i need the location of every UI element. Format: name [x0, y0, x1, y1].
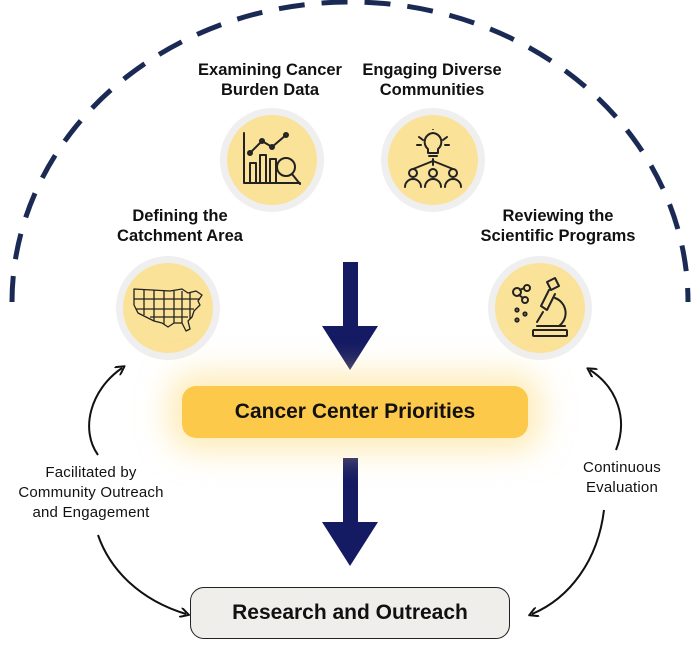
node-programs	[488, 256, 592, 360]
outcome-label: Research and Outreach	[232, 601, 468, 624]
node-communities	[381, 108, 485, 212]
right-loop-arrow-upper	[590, 370, 622, 451]
node-catchment	[116, 256, 220, 360]
node-burden	[220, 108, 324, 212]
data-analysis-icon	[243, 132, 301, 185]
right-loop-arrow-lower	[532, 509, 605, 614]
priorities-box: Cancer Center Priorities	[182, 386, 528, 438]
down-arrow-top	[322, 262, 378, 370]
priorities-label: Cancer Center Priorities	[234, 400, 476, 423]
outcome-box: Research and Outreach	[190, 587, 510, 639]
left-loop-arrow-lower	[97, 534, 186, 614]
microscope-icon	[512, 277, 568, 337]
down-arrow-bottom	[322, 458, 378, 566]
idea-people-icon	[404, 129, 462, 188]
left-loop-arrow-upper	[88, 368, 122, 456]
us-map-icon	[133, 288, 203, 332]
dashed-arc	[9, 0, 691, 303]
